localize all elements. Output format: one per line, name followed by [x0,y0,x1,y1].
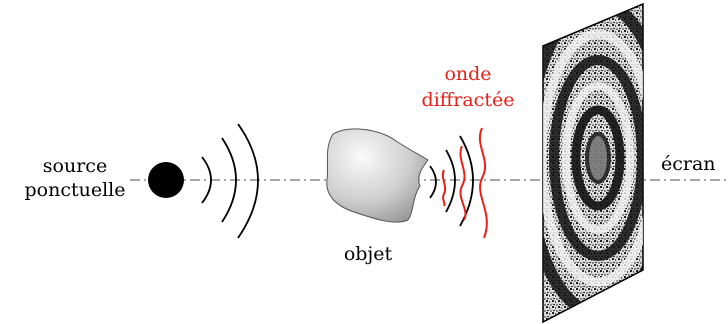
incident-wave-2 [221,137,237,223]
source-label-line2: ponctuelle [25,179,126,201]
screen [542,2,644,324]
incident-wavefronts [201,123,259,239]
screen-label: écran [661,153,716,175]
diffracted-label-line1: onde [444,63,491,85]
point-source [148,162,184,198]
source-label-line1: source [43,155,107,177]
incident-wave-3 [237,123,259,239]
diffracted-wavefronts-red [441,127,488,239]
diffracted-label-line2: diffractée [422,89,515,111]
incident-wave-1 [201,156,212,204]
object-shape [326,128,429,223]
diffracted-wavefronts-black [429,135,474,227]
object-label: objet [344,243,393,265]
